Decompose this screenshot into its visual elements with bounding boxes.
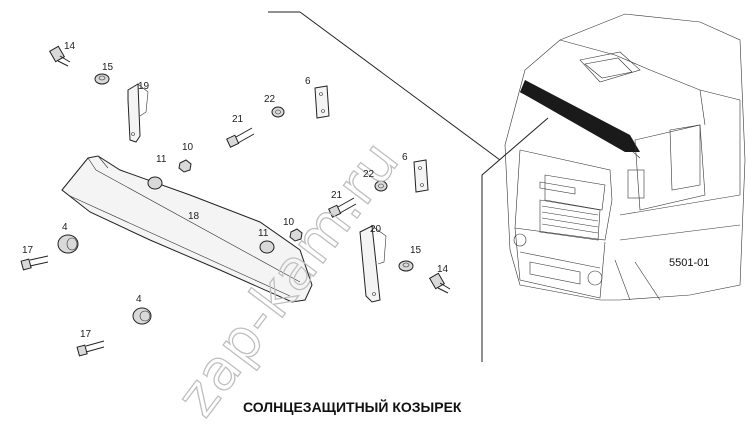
- callout-17: 17: [22, 245, 34, 256]
- callout-6: 6: [402, 152, 408, 163]
- figure-code: 5501-01: [669, 257, 709, 269]
- nut-15-upper: [94, 73, 110, 85]
- callout-11: 11: [156, 154, 167, 165]
- callout-14: 14: [64, 41, 76, 52]
- leader-lines: [268, 11, 549, 362]
- plate-6-upper: [314, 85, 330, 119]
- callout-4: 4: [136, 294, 142, 305]
- callout-21: 21: [331, 190, 343, 201]
- callout-11: 11: [258, 228, 269, 239]
- callout-10: 10: [283, 217, 295, 228]
- nut-10-lower: [289, 228, 303, 242]
- callout-18: 18: [188, 211, 200, 222]
- truck-cab-illustration: [504, 13, 746, 301]
- callout-21: 21: [232, 114, 244, 125]
- callout-15: 15: [102, 62, 114, 73]
- bolt-17-lower: [76, 340, 105, 357]
- callout-14: 14: [437, 264, 449, 275]
- bracket-20: [359, 225, 387, 303]
- diagram-caption: СОЛНЦЕЗАЩИТНЫЙ КОЗЫРЕК: [243, 398, 462, 415]
- callout-20: 20: [370, 224, 382, 235]
- spacer-11-upper: [147, 176, 163, 190]
- bolt-17-upper: [20, 255, 49, 271]
- callout-17: 17: [80, 329, 92, 340]
- spacer-11-lower: [259, 240, 275, 254]
- callout-19: 19: [138, 81, 150, 92]
- bushing-4-lower: [132, 307, 152, 325]
- nut-10-upper: [178, 159, 192, 173]
- callout-22: 22: [363, 169, 375, 180]
- washer-22-lower: [374, 180, 388, 192]
- callout-6: 6: [305, 76, 311, 87]
- bolt-21-upper: [226, 127, 255, 148]
- callout-labels: 14 15 19 6 22 21 11 10 18 4 17 4 17 11 1…: [22, 41, 449, 340]
- callout-4: 4: [62, 222, 68, 233]
- callout-22: 22: [264, 94, 276, 105]
- bushing-4-upper: [57, 234, 79, 254]
- bolt-21-lower: [328, 197, 357, 218]
- callout-15: 15: [410, 245, 422, 256]
- washer-22-upper: [271, 106, 285, 118]
- sun-visor-part: [61, 155, 313, 303]
- callout-10: 10: [182, 142, 194, 153]
- plate-6-lower: [413, 159, 429, 193]
- bolt-14-lower: [428, 272, 451, 294]
- bolt-14-upper: [48, 45, 71, 67]
- nut-15-lower: [398, 260, 414, 272]
- bracket-19: [127, 83, 149, 143]
